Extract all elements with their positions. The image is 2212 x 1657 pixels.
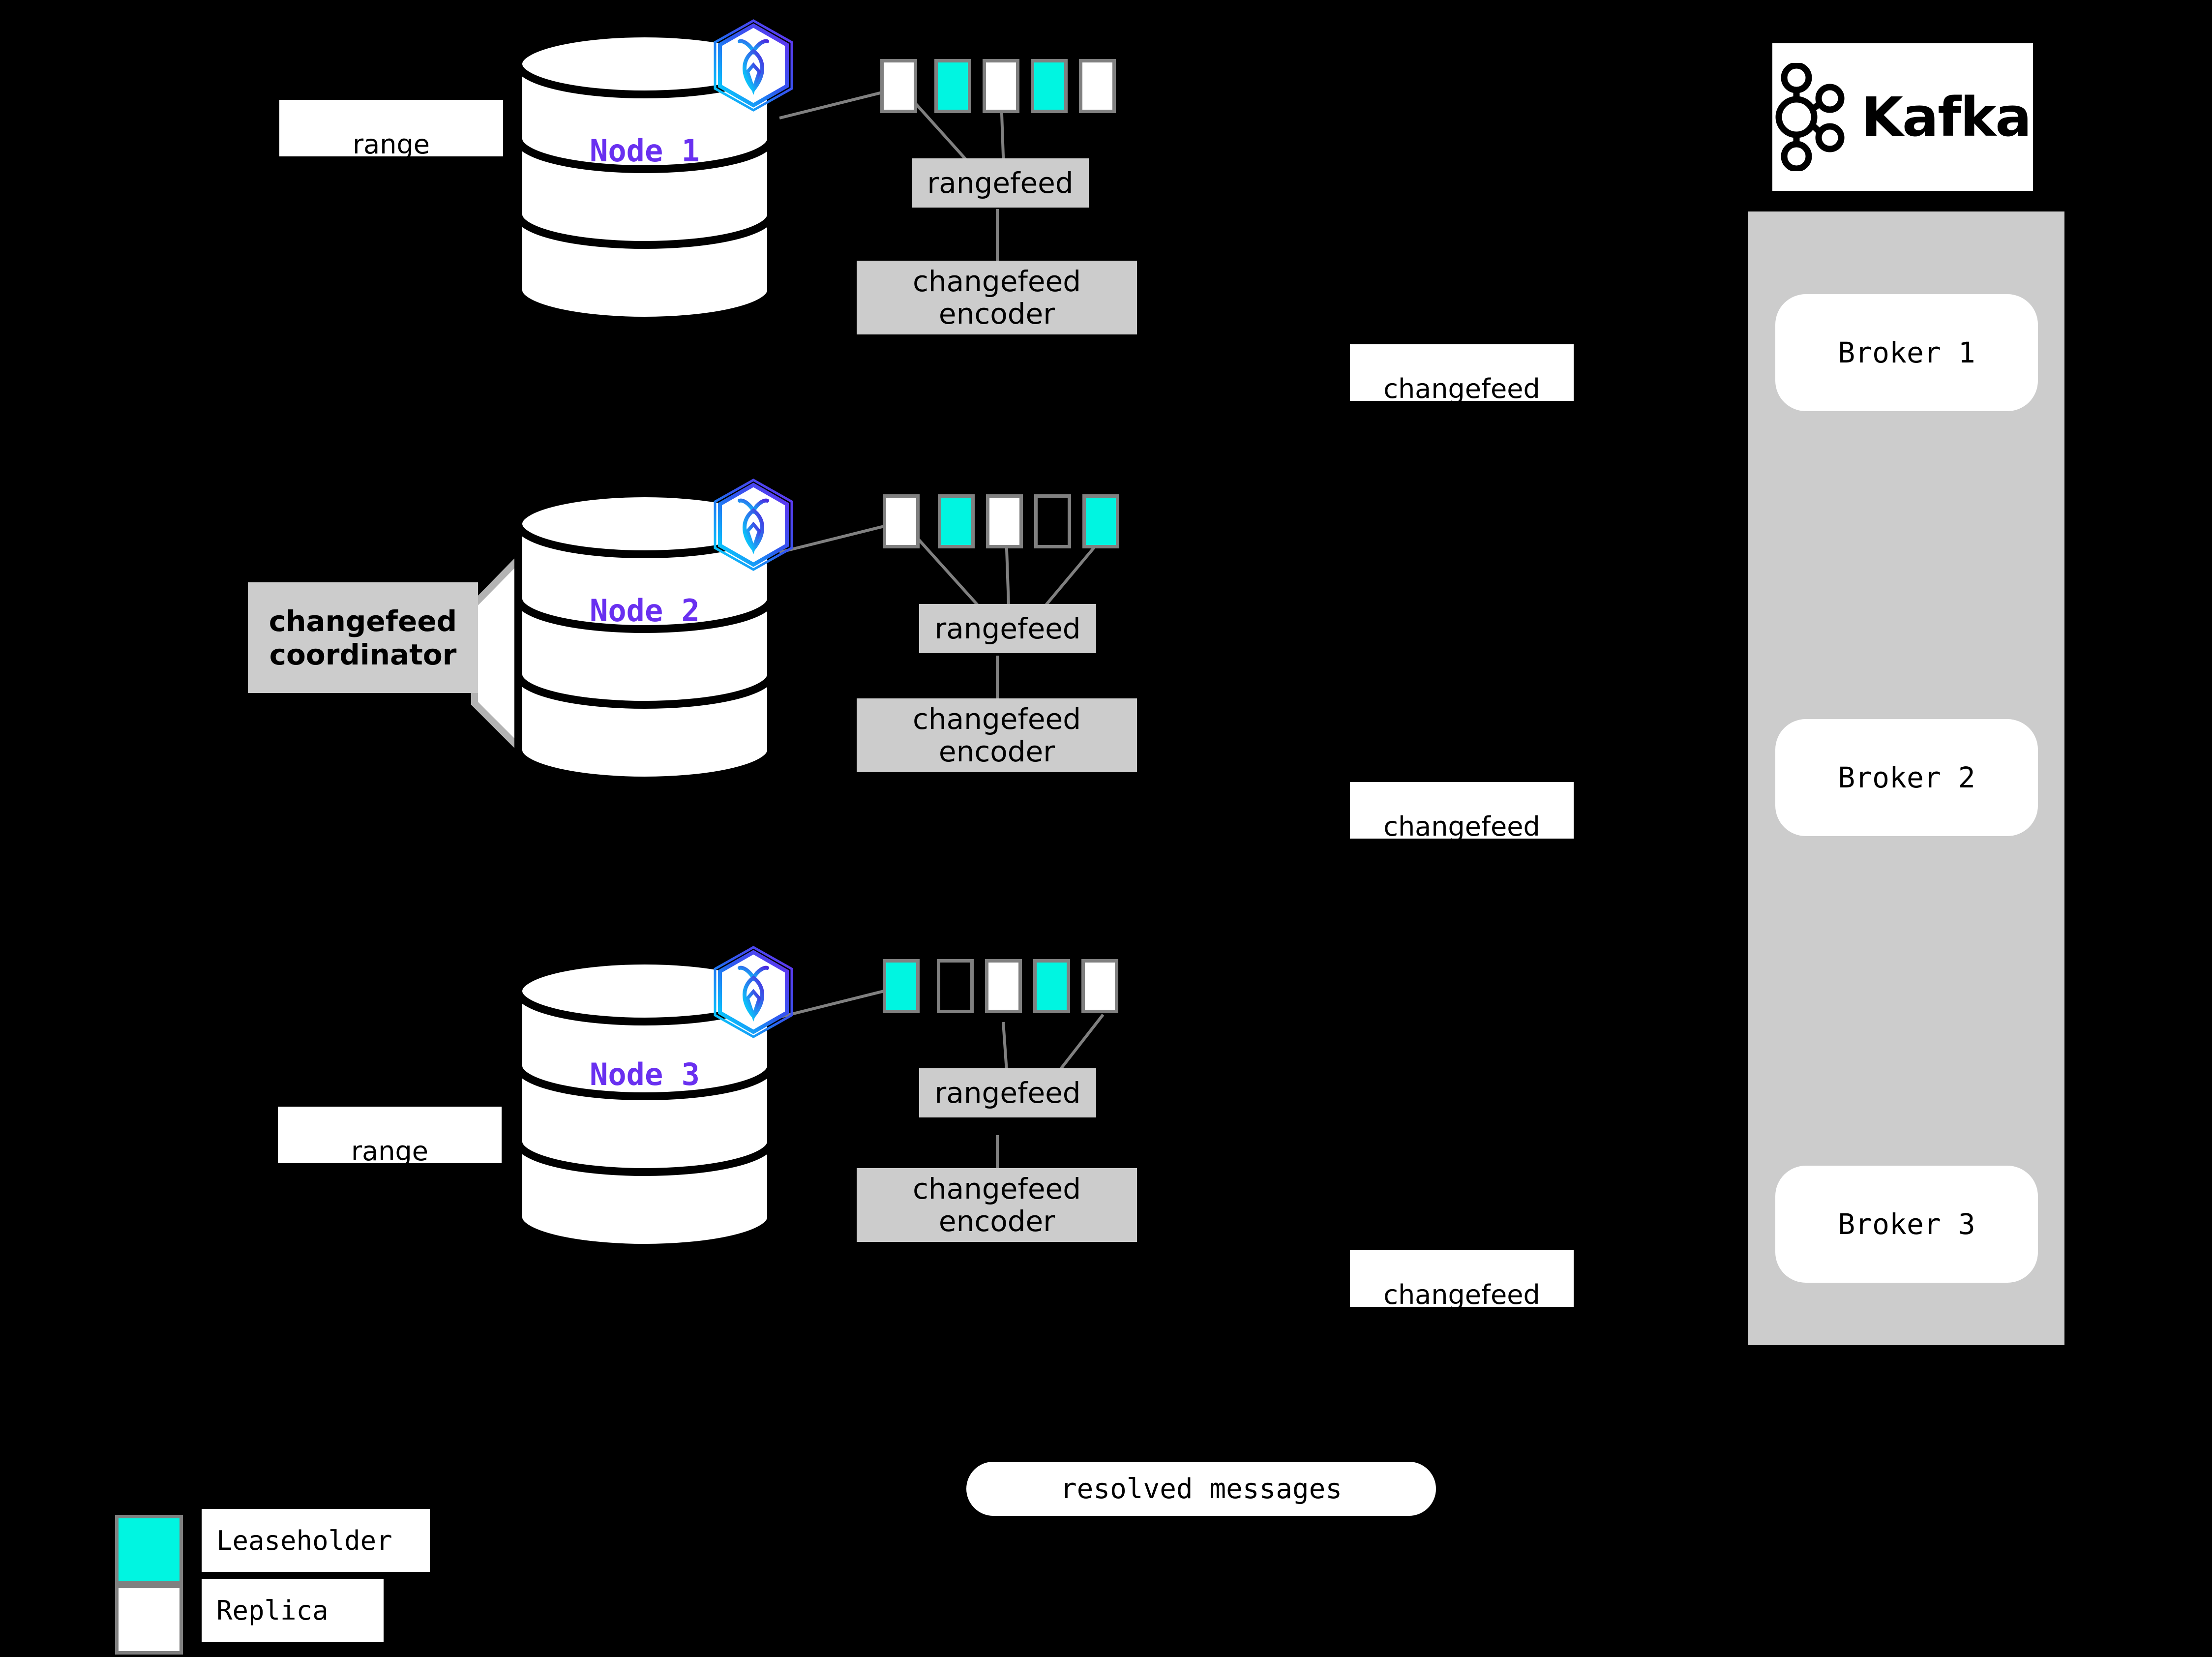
kafka-ingress-arrow-3 — [2060, 1230, 2089, 1261]
legend-label-leaseholder: Leaseholder — [202, 1509, 430, 1572]
cockroachdb-logo-icon — [709, 478, 798, 572]
node1-changefeed-encoder-box[interactable]: changefeed encoder — [857, 261, 1137, 334]
node2-changefeed-coordinator-box[interactable]: changefeed coordinator — [248, 582, 478, 693]
node2-changefeed-messages-label: changefeed messages — [1350, 782, 1574, 873]
cockroachdb-logo-icon — [709, 19, 798, 112]
node1-changefeed-messages-label: changefeed messages — [1350, 344, 1574, 435]
node3-changefeed-encoder-box[interactable]: changefeed encoder — [857, 1168, 1137, 1242]
legend-label-replica: Replica — [202, 1579, 384, 1642]
range-box[interactable] — [1031, 59, 1068, 113]
kafka-broker-2[interactable]: Broker 2 — [1775, 719, 2038, 836]
range-box[interactable] — [983, 59, 1019, 113]
node1-cylinder — [514, 30, 775, 325]
node3-changefeed-messages-label: changefeed messages — [1350, 1250, 1574, 1341]
range-box[interactable] — [985, 959, 1022, 1013]
node2-rangefeed-box[interactable]: rangefeed — [919, 604, 1096, 653]
node1-label: Node 1 — [590, 133, 700, 169]
range-box[interactable] — [1079, 59, 1116, 113]
range-box[interactable] — [937, 959, 974, 1013]
kafka-ingress-arrow-1 — [2060, 325, 2089, 356]
node2-label: Node 2 — [590, 593, 700, 629]
kafka-logo-box: Kafka — [1772, 43, 2033, 191]
node3-label: Node 3 — [590, 1056, 700, 1092]
kafka-ingress-arrow-2 — [2060, 767, 2089, 799]
cockroachdb-logo-icon — [709, 945, 798, 1039]
range-box[interactable] — [934, 59, 971, 113]
kafka-wordmark: Kafka — [1861, 86, 2032, 149]
range-box[interactable] — [1033, 959, 1070, 1013]
resolved-messages-pill[interactable]: resolved messages — [966, 1462, 1436, 1516]
range-box[interactable] — [883, 959, 920, 1013]
range-box[interactable] — [1081, 959, 1118, 1013]
kafka-broker-3[interactable]: Broker 3 — [1775, 1166, 2038, 1283]
node1-rangefeed-box[interactable]: rangefeed — [912, 158, 1089, 208]
legend-swatch-replica — [115, 1585, 183, 1655]
range-box[interactable] — [883, 494, 920, 548]
connector-node1-rangefeed-to-encoder — [996, 209, 999, 262]
range-box[interactable] — [880, 59, 917, 113]
node2-changefeed-encoder-box[interactable]: changefeed encoder — [857, 698, 1137, 772]
range-box[interactable] — [1034, 494, 1071, 548]
kafka-logo-icon — [1775, 62, 1849, 172]
range-box[interactable] — [1082, 494, 1119, 548]
node3-cylinder — [514, 957, 775, 1252]
node2-cylinder — [514, 489, 775, 784]
kafka-broker-1[interactable]: Broker 1 — [1775, 294, 2038, 411]
legend-swatch-leaseholder — [115, 1515, 183, 1585]
node1-range-checkpoints-label: range checkpoints — [279, 100, 503, 191]
range-box[interactable] — [938, 494, 975, 548]
node3-rangefeed-box[interactable]: rangefeed — [919, 1068, 1096, 1117]
node3-range-checkpoints-label: range checkpoints — [278, 1107, 502, 1198]
range-box[interactable] — [986, 494, 1023, 548]
